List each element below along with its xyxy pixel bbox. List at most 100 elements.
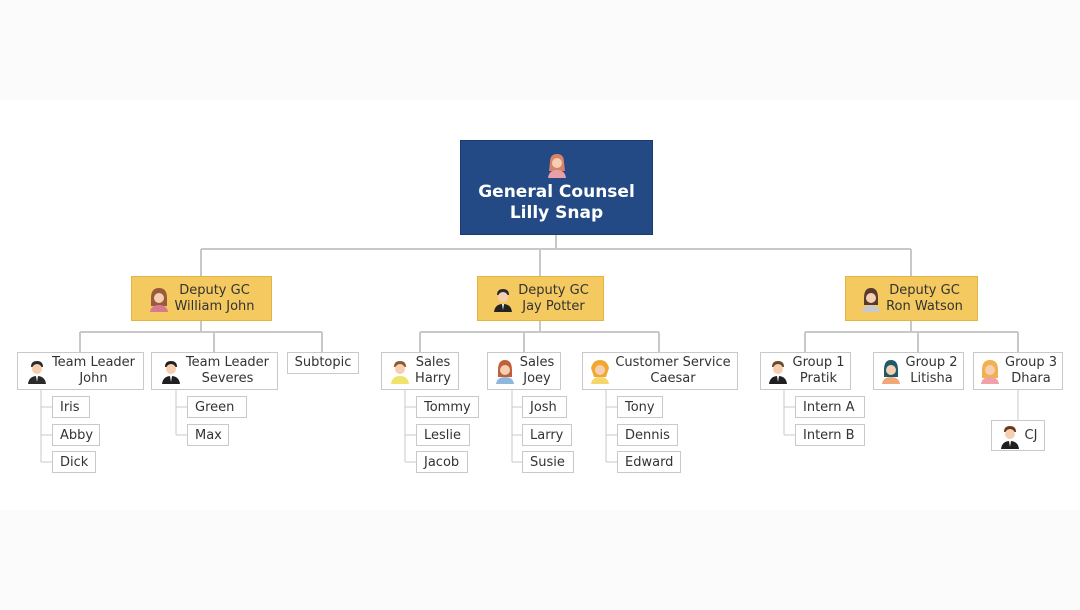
member-name: Edward: [625, 454, 674, 470]
member-name: Green: [195, 399, 235, 415]
member-name: Iris: [60, 399, 80, 415]
deputy-title: Deputy GC: [179, 282, 250, 298]
node-title: Group 2: [905, 355, 958, 370]
node-text: Customer Service Caesar: [615, 355, 730, 387]
team-node-litisha[interactable]: Group 2 Litisha: [873, 352, 964, 390]
node-title: Customer Service: [615, 355, 731, 370]
root-title: General Counsel: [478, 181, 635, 202]
node-title: Group 1: [792, 355, 845, 370]
member-node[interactable]: Iris: [52, 396, 90, 418]
team-node-harry[interactable]: Sales Harry: [381, 352, 459, 390]
connector: [511, 390, 522, 463]
team-node-dhara[interactable]: Group 3 Dhara: [973, 352, 1063, 390]
node-text: Sales Joey: [520, 355, 555, 387]
node-text: Group 1 Pratik: [793, 355, 845, 387]
member-node-cj[interactable]: CJ: [991, 420, 1045, 451]
member-name: Abby: [60, 427, 94, 443]
subtopic-node[interactable]: Subtopic: [287, 352, 359, 374]
member-node[interactable]: Tony: [617, 396, 663, 418]
node-name: John: [79, 371, 108, 386]
team-node-joey[interactable]: Sales Joey: [487, 352, 561, 390]
male-avatar-icon: [494, 288, 513, 312]
female-avatar-icon: [591, 360, 610, 384]
node-name: Litisha: [910, 371, 953, 386]
member-node[interactable]: Jacob: [416, 451, 468, 473]
member-name: Max: [195, 427, 222, 443]
member-node[interactable]: Intern A: [795, 396, 865, 418]
root-node[interactable]: General Counsel Lilly Snap: [460, 140, 653, 235]
deputy-text: Deputy GC Ron Watson: [886, 283, 963, 315]
team-node-severes[interactable]: Team Leader Severes: [151, 352, 278, 390]
member-node[interactable]: Dennis: [617, 424, 678, 446]
member-name: Intern A: [803, 399, 855, 415]
member-node[interactable]: Tommy: [416, 396, 479, 418]
member-node[interactable]: Josh: [522, 396, 567, 418]
connector: [783, 390, 795, 436]
member-node[interactable]: Abby: [52, 424, 100, 446]
deputy-title: Deputy GC: [518, 282, 589, 298]
member-node[interactable]: Edward: [617, 451, 681, 473]
member-name: Josh: [530, 399, 557, 415]
connector: [200, 235, 912, 276]
node-title: Group 3: [1005, 355, 1057, 370]
connector: [605, 390, 617, 463]
connector: [404, 390, 416, 463]
node-name: Severes: [201, 371, 254, 386]
male-avatar-icon: [391, 361, 410, 384]
member-node[interactable]: Susie: [522, 451, 574, 473]
member-name: Leslie: [424, 427, 462, 443]
node-name: Pratik: [799, 371, 838, 386]
connector: [79, 321, 323, 352]
female-avatar-icon: [150, 287, 169, 312]
member-name: Dick: [60, 454, 89, 470]
member-node[interactable]: Max: [187, 424, 229, 446]
member-node[interactable]: Dick: [52, 451, 96, 473]
team-node-pratik[interactable]: Group 1 Pratik: [760, 352, 851, 390]
male-avatar-icon: [1000, 425, 1019, 449]
node-name: Caesar: [650, 371, 696, 386]
deputy-name: Jay Potter: [522, 298, 585, 314]
deputy-text: Deputy GC Jay Potter: [518, 283, 589, 315]
node-title: Team Leader: [185, 355, 270, 370]
female-avatar-icon: [881, 360, 900, 384]
male-avatar-icon: [768, 361, 787, 384]
node-name: Harry: [415, 371, 451, 386]
deputy-node-jay-potter[interactable]: Deputy GC Jay Potter: [477, 276, 604, 321]
connector: [804, 321, 1019, 352]
team-node-john[interactable]: Team Leader John: [17, 352, 144, 390]
node-title: Sales: [519, 355, 555, 370]
member-node[interactable]: Leslie: [416, 424, 470, 446]
node-text: Group 2 Litisha: [906, 355, 958, 387]
node-title: Sales: [415, 355, 451, 370]
node-text: Team Leader John: [52, 355, 135, 387]
node-text: Group 3 Dhara: [1005, 355, 1057, 387]
connector: [175, 390, 187, 436]
member-name: Susie: [530, 454, 565, 470]
node-name: Joey: [523, 371, 551, 386]
female-avatar-icon: [547, 153, 566, 178]
team-node-caesar[interactable]: Customer Service Caesar: [582, 352, 738, 390]
node-name: Dhara: [1011, 371, 1051, 386]
male-avatar-icon: [161, 361, 180, 384]
deputy-name: William John: [174, 298, 255, 314]
member-name: CJ: [1024, 427, 1038, 443]
member-name: Dennis: [625, 427, 670, 443]
female-avatar-icon: [862, 287, 881, 312]
member-name: Intern B: [803, 427, 855, 443]
deputy-text: Deputy GC William John: [174, 283, 254, 315]
member-node[interactable]: Intern B: [795, 424, 865, 446]
member-node[interactable]: Green: [187, 396, 247, 418]
deputy-title: Deputy GC: [889, 282, 960, 298]
node-text: Sales Harry: [415, 355, 451, 387]
node-title: Subtopic: [294, 355, 352, 370]
member-node[interactable]: Larry: [522, 424, 572, 446]
connector: [419, 321, 660, 352]
female-avatar-icon: [495, 360, 514, 384]
member-name: Jacob: [424, 454, 460, 470]
deputy-node-ron-watson[interactable]: Deputy GC Ron Watson: [845, 276, 978, 321]
member-name: Tommy: [424, 399, 471, 415]
member-name: Tony: [625, 399, 655, 415]
node-title: Team Leader: [51, 355, 136, 370]
deputy-node-william-john[interactable]: Deputy GC William John: [131, 276, 272, 321]
